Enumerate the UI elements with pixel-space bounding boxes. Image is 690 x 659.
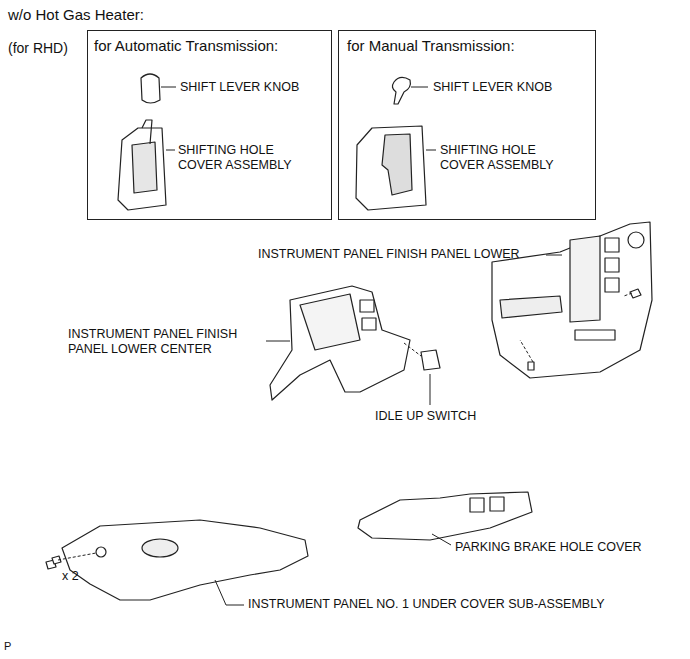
part-name: INSTRUMENT PANEL FINISH PANEL LOWER — [258, 247, 520, 262]
screw — [528, 362, 534, 370]
leader-line — [432, 534, 451, 545]
shift-cover — [118, 128, 166, 210]
shift-knob — [392, 77, 410, 104]
part-name: SHIFTING HOLE COVER ASSEMBLY — [440, 143, 568, 173]
condition-note: (for RHD) — [8, 40, 68, 57]
leader-line — [426, 150, 436, 151]
leader-line — [215, 580, 244, 605]
shift-cover — [356, 126, 426, 210]
figure-mark: P — [4, 640, 11, 653]
part-name: PARKING BRAKE HOLE COVER — [455, 540, 642, 555]
part-name: SHIFT LEVER KNOB — [180, 80, 299, 95]
leader-line — [430, 374, 431, 405]
leader-line — [546, 255, 562, 256]
part-name: INSTRUMENT PANEL FINISH PANEL LOWER CENT… — [68, 327, 264, 357]
variant-box: for Manual Transmission: SHIFT LEVER KNOB… — [338, 30, 596, 220]
finish-panel-lower — [492, 222, 652, 378]
leader-line — [58, 553, 96, 560]
under-cover — [62, 520, 308, 600]
leader-line — [266, 341, 290, 342]
part-name: SHIFTING HOLE COVER ASSEMBLY — [178, 143, 296, 173]
part-name: INSTRUMENT PANEL NO. 1 UNDER COVER SUB-A… — [248, 597, 605, 612]
leader-line — [624, 293, 632, 296]
part-name: IDLE UP SWITCH — [375, 409, 476, 424]
variant-box: for Automatic Transmission: SHIFT LEVER K… — [87, 30, 332, 220]
leader-line — [166, 150, 175, 151]
quantity-note: x 2 — [62, 569, 79, 584]
idle-up-switch — [421, 350, 440, 370]
part-name: SHIFT LEVER KNOB — [433, 80, 552, 95]
box-heading: for Manual Transmission: — [347, 37, 515, 55]
leader-line — [161, 87, 176, 88]
finish-panel-lower-center — [270, 286, 410, 400]
shift-knob — [141, 74, 160, 103]
leader-line — [404, 343, 421, 356]
shift-boot — [142, 120, 152, 144]
leader-line — [520, 340, 533, 362]
shift-gate — [382, 134, 412, 195]
parking-brake-hole-cover — [358, 492, 532, 540]
leader-line — [411, 87, 428, 88]
box-heading: for Automatic Transmission: — [94, 37, 278, 55]
condition-note: w/o Hot Gas Heater: — [8, 6, 144, 24]
shift-boot — [132, 142, 157, 193]
